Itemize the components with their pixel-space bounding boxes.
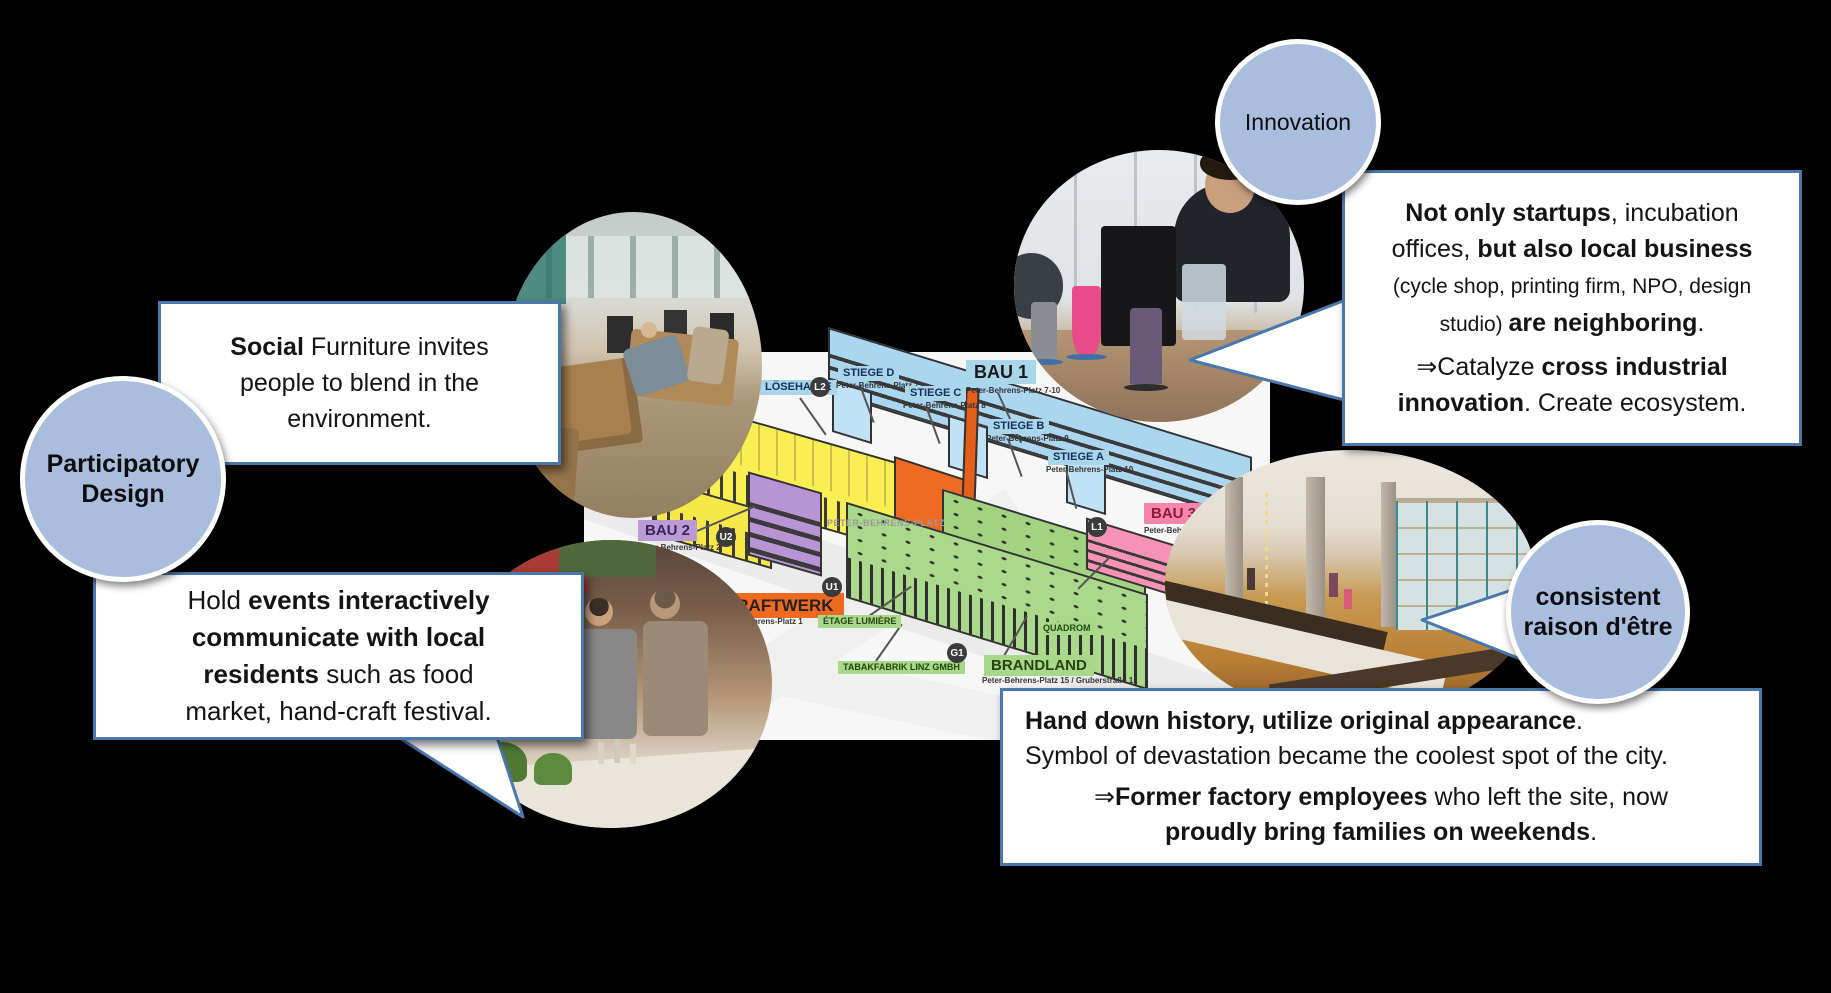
raison-detre-bubble: consistent raison d'être bbox=[1506, 520, 1690, 704]
photo-bottle bbox=[614, 738, 621, 763]
map-sublabel: Peter-Behrens-Platz 8 bbox=[903, 401, 986, 410]
photo-column bbox=[1380, 482, 1396, 627]
history-text-1: Hand down history, utilize original appe… bbox=[1025, 707, 1583, 735]
map-node-u1: U1 bbox=[822, 577, 842, 597]
photo-bottle bbox=[630, 744, 637, 765]
map-sublabel: Peter-Behrens-Platz 7 bbox=[836, 381, 919, 390]
photo-figurine-stand bbox=[1066, 354, 1107, 360]
photo-figurine bbox=[1031, 302, 1058, 363]
photo-person-body bbox=[643, 620, 708, 736]
map-label-tabakfabrik: TABAKFABRIK LINZ GMBH bbox=[838, 661, 965, 674]
photo-wall-poster bbox=[509, 224, 566, 304]
photo-figurine bbox=[1130, 307, 1162, 384]
photo-person bbox=[1246, 567, 1255, 590]
map-node-l1: L1 bbox=[1087, 517, 1107, 537]
photo-person-body bbox=[578, 629, 637, 739]
map-sublabel: Peter-Behrens-Platz 10 bbox=[1046, 465, 1134, 474]
photo-brush-cup bbox=[1182, 264, 1226, 341]
photo-figurine bbox=[1072, 286, 1101, 357]
history-text-4: proudly bring families on weekends. bbox=[1164, 818, 1598, 846]
photo-person-head bbox=[585, 597, 614, 626]
photo-bottle bbox=[598, 741, 605, 764]
participatory-line1: Participatory bbox=[46, 450, 200, 478]
photo-plants bbox=[533, 753, 573, 785]
photo-figurine-stand bbox=[1124, 383, 1168, 391]
participatory-line2: Design bbox=[81, 480, 165, 508]
photo-person-body bbox=[686, 326, 730, 386]
photo-person-head bbox=[649, 588, 680, 619]
map-sublabel: Peter-Behren bbox=[1144, 526, 1195, 535]
map-label-plaza: PETER-BEHRENS-PLATZ bbox=[827, 518, 945, 528]
map-label-stiege-b: STIEGE B bbox=[988, 419, 1050, 434]
photo-column bbox=[1224, 476, 1244, 633]
map-label-bau2: BAU 2 bbox=[638, 520, 698, 541]
photo-chair bbox=[607, 316, 633, 353]
photo-renovated-factory-interior bbox=[1165, 450, 1537, 718]
map-sublabel: Peter-Behrens-Platz 7-10 bbox=[966, 386, 1060, 395]
photo-person bbox=[1343, 589, 1352, 610]
innovation-bubble: Innovation bbox=[1215, 39, 1381, 205]
map-label-quadrom: QUADROM bbox=[1038, 622, 1096, 635]
map-label-stiege-a: STIEGE A bbox=[1048, 450, 1109, 465]
innovation-label: Innovation bbox=[1244, 108, 1352, 135]
photo-fairy-lights bbox=[1265, 492, 1269, 633]
participatory-design-bubble: Participatory Design bbox=[20, 376, 226, 582]
photo-person-head bbox=[640, 322, 657, 339]
photo-person bbox=[1328, 573, 1338, 598]
map-sublabel: Peter-Behrens-Platz 2 bbox=[638, 543, 721, 552]
history-callout: Hand down history, utilize original appe… bbox=[1000, 688, 1762, 866]
raison-line1: consistent bbox=[1535, 583, 1661, 611]
photo-figurine-stand bbox=[1025, 359, 1064, 366]
map-node-l2: L2 bbox=[810, 377, 830, 397]
history-text-3: ⇒Former factory employees who left the s… bbox=[1094, 783, 1668, 811]
photo-column bbox=[1306, 476, 1325, 633]
map-sublabel: Peter-Behrens-Platz 1 bbox=[720, 617, 803, 626]
history-text-2: Symbol of devastation became the coolest… bbox=[1025, 742, 1668, 770]
map-node-u2: U2 bbox=[716, 527, 736, 547]
map-sublabel: Peter-Behrens-Platz 15 / Gruberstraße 1 bbox=[982, 676, 1134, 685]
map-label-brandland: BRANDLAND bbox=[984, 655, 1094, 676]
map-label-stiege-c: STIEGE C bbox=[905, 386, 967, 401]
photo-canopy-green bbox=[559, 540, 657, 578]
photo-plants bbox=[475, 741, 528, 782]
map-label-etage-lumiere: ÉTAGE LUMIÈRE bbox=[818, 615, 902, 628]
raison-line2: raison d'être bbox=[1523, 613, 1673, 641]
map-node-g1: G1 bbox=[947, 643, 967, 663]
map-label-stiege-d: STIEGE D bbox=[838, 366, 900, 381]
map-sublabel: Peter-Behrens-Platz 9 bbox=[986, 434, 1069, 443]
